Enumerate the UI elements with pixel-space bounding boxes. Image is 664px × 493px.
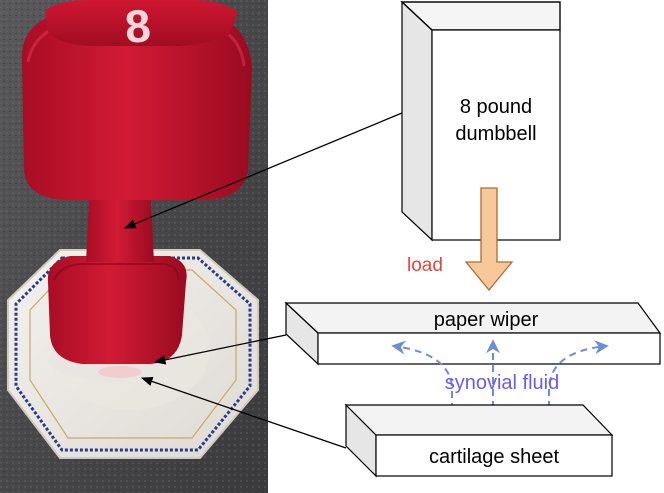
- load-arrow: [464, 187, 514, 292]
- dumbbell-weight-marking: 8: [123, 0, 152, 53]
- dumbbell-pointer-arrow: [123, 112, 403, 229]
- dumbbell-label-line2: dumbbell: [455, 123, 536, 145]
- cartilage-sheet-label: cartilage sheet: [429, 446, 560, 468]
- cartilage-pointer-arrow: [140, 376, 347, 449]
- dumbbell-photo: 8: [21, 0, 252, 364]
- load-label: load: [407, 255, 443, 276]
- cartilage-sheet-slab: cartilage sheet: [344, 403, 614, 478]
- dumbbell-label-line1: 8 pound: [460, 96, 532, 118]
- paper-wiper-label: paper wiper: [434, 309, 539, 331]
- fluid-flow-right: [548, 340, 609, 420]
- photo-panel: 8: [0, 0, 403, 493]
- paper-wiper-slab: paper wiper: [284, 301, 662, 366]
- fluid-flow-left: [391, 340, 453, 422]
- paper-wiper-pointer-arrow: [153, 334, 287, 365]
- synovial-fluid-label: synovial fluid: [445, 372, 560, 394]
- schematic-diagram: 8 pound dumbbell load paper wiper synovi…: [284, 0, 662, 478]
